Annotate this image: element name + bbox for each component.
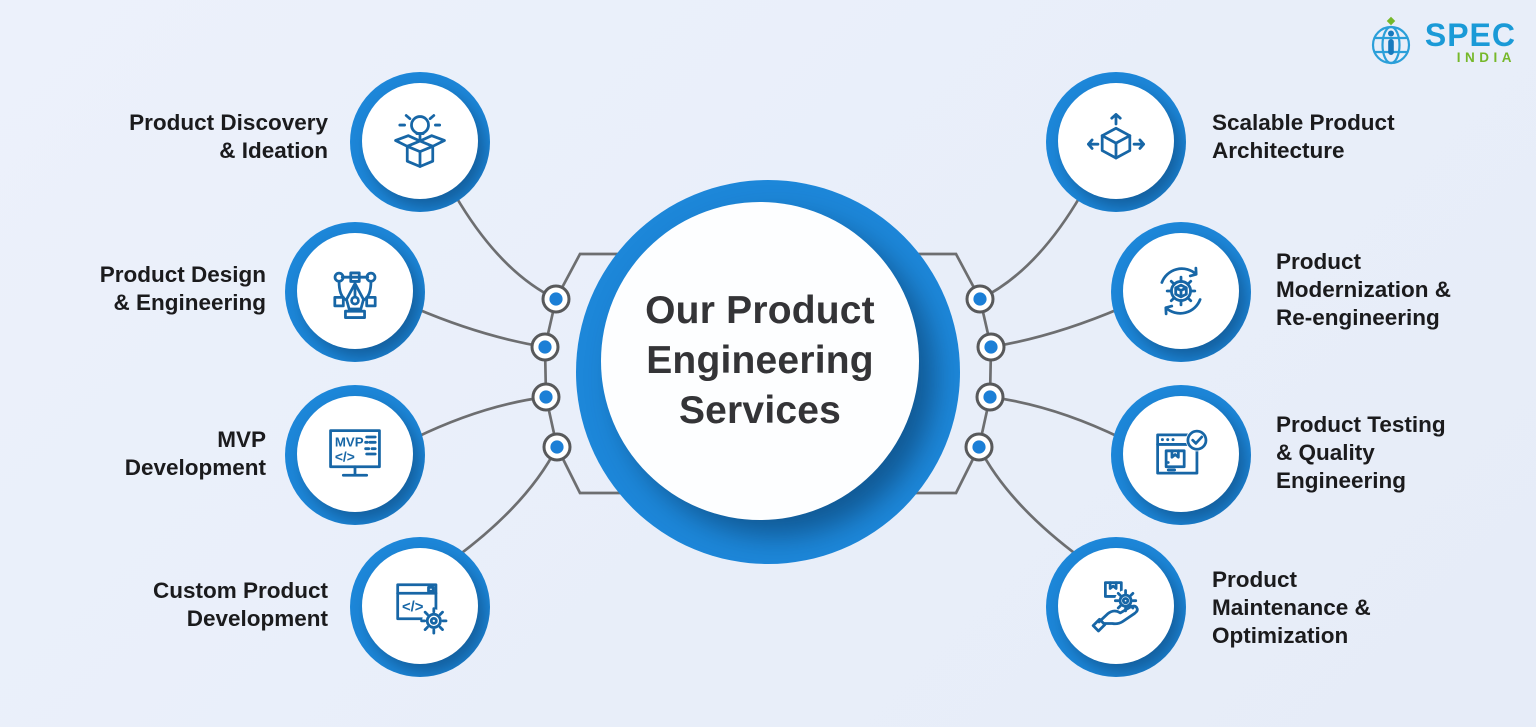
svg-text:</>: </> — [402, 599, 424, 615]
service-node-scalable-architecture — [1046, 72, 1186, 212]
pen-tool-icon — [333, 271, 377, 319]
browser-check-package-icon — [1156, 429, 1209, 475]
service-node-inner — [1058, 83, 1174, 199]
connector-dots — [530, 284, 1006, 462]
service-node-product-design — [285, 222, 425, 362]
logo-country: INDIA — [1456, 49, 1516, 65]
curve-to-custom — [454, 446, 559, 560]
service-node-inner — [1123, 396, 1239, 512]
svg-text:</>: </> — [335, 448, 355, 464]
central-title-line: Services — [678, 389, 842, 432]
junction-dot — [541, 284, 571, 314]
central-title: Our Product Engineering Services — [645, 286, 875, 436]
service-node-inner: </> — [362, 548, 478, 664]
right-bracket-rail — [836, 252, 993, 495]
central-title-line: Engineering — [646, 339, 874, 382]
hand-box-gear-icon — [1091, 581, 1139, 633]
service-label-product-design: Product Design& Engineering — [99, 262, 266, 315]
curve-to-testing — [989, 395, 1122, 440]
mvp-monitor-icon: MVP </> — [329, 429, 381, 477]
box-lightbulb-icon — [394, 114, 446, 168]
service-node-modernization — [1111, 222, 1251, 362]
logo-brand: SPEC — [1424, 16, 1516, 53]
junction-dot — [530, 332, 560, 362]
junction-dot — [965, 284, 995, 314]
service-label-product-discovery: Product Discovery& Ideation — [129, 110, 328, 163]
logo-text: SPEC INDIA — [1424, 16, 1516, 65]
central-circle: Our Product Engineering Services — [576, 180, 960, 564]
service-node-testing-quality — [1111, 385, 1251, 525]
service-node-maintenance — [1046, 537, 1186, 677]
central-circle-inner: Our Product Engineering Services — [601, 202, 919, 520]
code-window-gear-icon: </> — [396, 583, 448, 635]
central-title-line: Our Product — [645, 289, 875, 332]
junction-dot — [542, 432, 572, 462]
gear-cycle-icon — [1160, 266, 1202, 316]
curve-to-design — [414, 306, 546, 349]
service-node-inner — [297, 233, 413, 349]
junction-dot — [531, 382, 561, 412]
curve-to-maintenance — [977, 446, 1082, 560]
service-node-mvp-development: MVP </> — [285, 385, 425, 525]
service-node-product-discovery — [350, 72, 490, 212]
spec-india-logo: SPEC INDIA — [1366, 16, 1516, 68]
service-node-inner — [1058, 548, 1174, 664]
junction-dot — [976, 332, 1006, 362]
service-node-custom-product: </> — [350, 537, 490, 677]
curve-to-mvp — [414, 395, 547, 440]
left-bracket-rail — [543, 252, 700, 495]
svg-text:MVP: MVP — [335, 435, 364, 450]
globe-icon — [1371, 16, 1410, 65]
service-node-inner — [362, 83, 478, 199]
junction-dot — [964, 432, 994, 462]
curve-to-scalable — [979, 194, 1083, 301]
scalable-cube-icon — [1086, 113, 1146, 160]
curve-to-discovery — [453, 194, 557, 301]
junction-dot — [975, 382, 1005, 412]
service-node-inner: MVP </> — [297, 396, 413, 512]
curve-to-modernization — [990, 306, 1122, 349]
service-node-inner — [1123, 233, 1239, 349]
